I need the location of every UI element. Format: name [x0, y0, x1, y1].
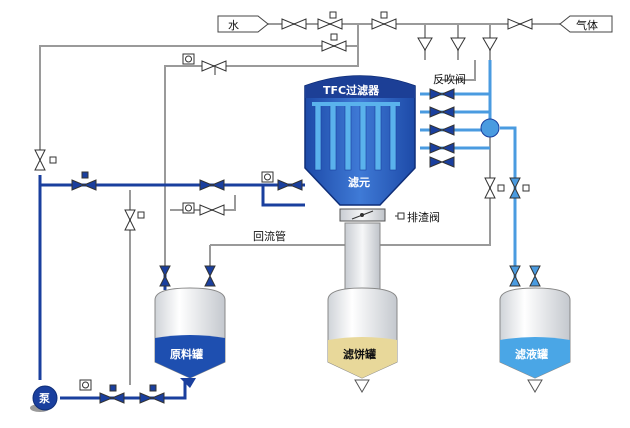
filter-element-label: 滤元 [348, 175, 370, 189]
slag-valve-label: 排渣阀 [407, 210, 440, 224]
valve-filtrate-1[interactable] [509, 177, 521, 190]
actuators [49, 11, 530, 392]
valve-water-3[interactable] [371, 18, 386, 30]
valve-raw-inlet-2[interactable] [204, 265, 216, 278]
valve-backflush-5[interactable] [429, 156, 444, 168]
valve-process-1[interactable] [71, 179, 86, 191]
water-label: 水 [228, 19, 239, 32]
backflush-manifold [480, 118, 500, 138]
valve-raw-inlet-1[interactable] [159, 265, 171, 278]
valve-filtrate-2[interactable] [509, 265, 521, 278]
cake-tank-label: 滤饼罐 [343, 347, 376, 361]
gas-check-valves [417, 37, 498, 51]
valve-backflush-2[interactable] [429, 106, 444, 118]
valve-pump-2[interactable] [139, 392, 154, 404]
pressure-gauges [79, 53, 274, 391]
raw-tank-outlet [180, 378, 196, 388]
valve-branch-1[interactable] [321, 40, 336, 52]
cake-tank: 滤饼罐 [327, 287, 398, 393]
utility-lines [39, 23, 560, 385]
gas-valve-1[interactable] [417, 37, 433, 51]
raw-material-tank: 原料罐 [154, 287, 226, 379]
valve-process-3[interactable] [277, 179, 292, 191]
valve-backflush-4[interactable] [429, 142, 444, 154]
filtrate-tank-label: 滤液罐 [515, 347, 548, 361]
valve-grey-right[interactable] [484, 177, 496, 190]
water-input: 水 [217, 15, 269, 33]
valve-water-1[interactable] [281, 18, 296, 30]
raw-tank-label: 原料罐 [170, 347, 203, 361]
valve-filtrate-3[interactable] [529, 265, 541, 278]
valves [34, 18, 541, 404]
cake-discharge-pipe [344, 222, 381, 294]
filtrate-tank: 滤液罐 [499, 287, 571, 393]
pump-label: 泵 [39, 392, 50, 405]
valve-backflush-3[interactable] [429, 124, 444, 136]
tfc-filter: TFC过滤器 滤元 [304, 75, 416, 222]
valve-branch-2[interactable] [201, 60, 216, 72]
filter-title: TFC过滤器 [323, 83, 380, 97]
valve-gas-1[interactable] [507, 18, 522, 30]
valve-water-2[interactable] [317, 18, 332, 30]
gas-label: 气体 [576, 18, 598, 32]
gas-input: 气体 [559, 15, 613, 33]
valve-130[interactable] [124, 209, 136, 222]
backflush-valve-label: 反吹阀 [433, 72, 466, 86]
gas-valve-2[interactable] [450, 37, 466, 51]
valve-pump-1[interactable] [99, 392, 114, 404]
filter-elements [314, 103, 397, 171]
valve-backflush-1[interactable] [429, 88, 444, 100]
valve-loop[interactable] [199, 204, 214, 216]
valve-left-vertical[interactable] [34, 149, 46, 162]
return-pipe-label: 回流管 [253, 229, 286, 243]
gas-valve-3[interactable] [482, 37, 498, 51]
valve-process-2[interactable] [199, 179, 214, 191]
pump[interactable]: 泵 [30, 385, 58, 412]
